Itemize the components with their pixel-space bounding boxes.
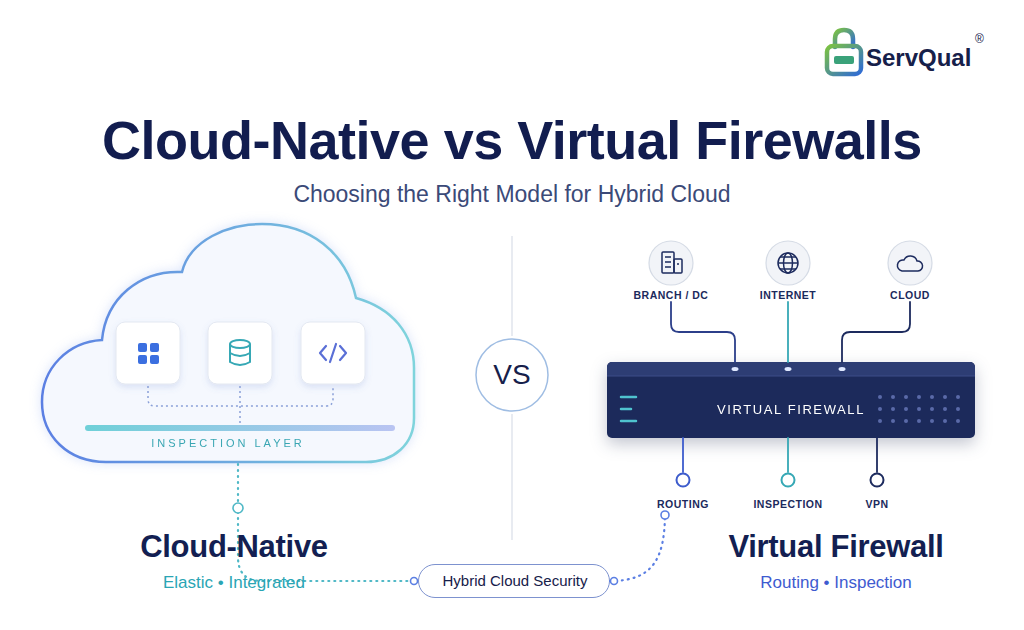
appliance-top xyxy=(607,370,975,376)
section-heading: Cloud-Native xyxy=(84,530,384,564)
connector-line xyxy=(787,302,789,362)
connector-group xyxy=(788,302,789,362)
vs-ring xyxy=(476,339,548,411)
node-label: BRANCH / DC xyxy=(621,289,721,302)
connector-dot xyxy=(611,578,618,585)
connector-dot xyxy=(411,578,418,585)
connector-line xyxy=(682,438,684,472)
icon-circle xyxy=(766,241,810,285)
subtitle: Choosing the Right Model for Hybrid Clou… xyxy=(112,182,912,207)
appliance-body xyxy=(607,362,975,438)
section-tagline: Routing • Inspection xyxy=(686,573,986,593)
connector-dot xyxy=(233,503,243,513)
divider-line xyxy=(511,236,513,336)
connector-group xyxy=(233,464,418,585)
connector-line xyxy=(876,438,878,472)
node-label: INSPECTION LAYER xyxy=(40,436,416,450)
dotted-connector xyxy=(610,512,665,581)
logo-shackle xyxy=(835,30,853,47)
cloud-outline xyxy=(42,224,414,462)
connector-group xyxy=(788,438,789,472)
divider-line xyxy=(511,414,513,540)
appliance-edge xyxy=(607,376,975,377)
vs-circle: VS xyxy=(475,338,549,412)
firewall-appliance: VIRTUAL FIREWALL xyxy=(607,362,975,438)
logo-body xyxy=(827,46,861,74)
registered-mark: ® xyxy=(975,33,989,45)
section-heading: Virtual Firewall xyxy=(686,530,986,564)
cloud-native-cloud: INSPECTION LAYER xyxy=(40,222,416,464)
icon-circle xyxy=(888,241,932,285)
node-label: INTERNET xyxy=(738,289,838,302)
connector-line xyxy=(842,302,910,362)
source-icon: INTERNET xyxy=(738,240,838,302)
connector-dot xyxy=(661,511,669,519)
port-dot xyxy=(677,474,690,487)
section-tagline: Elastic • Integrated xyxy=(84,573,384,593)
node-label: ROUTING xyxy=(645,498,721,511)
connector-line xyxy=(671,302,735,362)
port-dot xyxy=(871,474,884,487)
connector-group xyxy=(683,438,684,472)
source-icon: CLOUD xyxy=(860,240,960,302)
source-icon: BRANCH / DC xyxy=(621,240,721,302)
port-dot xyxy=(782,474,795,487)
node-label: VIRTUAL FIREWALL xyxy=(607,402,975,417)
logo-bar xyxy=(834,56,854,64)
connector-group xyxy=(842,302,910,362)
diagram-title: Cloud-Native vs Virtual Firewalls xyxy=(0,113,1024,167)
node-label: VS xyxy=(475,338,549,412)
logo-icon xyxy=(827,30,861,74)
function-node: INSPECTION xyxy=(740,472,836,512)
connector-group xyxy=(610,511,669,585)
icon-circle xyxy=(649,241,693,285)
node-label: CLOUD xyxy=(860,289,960,302)
connector-line xyxy=(787,438,789,472)
logo-text: ServQual xyxy=(866,46,976,70)
node-outline xyxy=(607,362,975,438)
node-label: INSPECTION xyxy=(740,498,836,511)
function-node: VPN xyxy=(845,472,909,512)
appliance-top xyxy=(607,362,975,376)
node-outline xyxy=(40,222,416,464)
connector-group xyxy=(877,438,878,472)
function-node: ROUTING xyxy=(645,472,721,512)
node-label: VPN xyxy=(845,498,909,511)
node-label: Hybrid Cloud Security xyxy=(419,565,611,597)
hybrid-pill: Hybrid Cloud Security xyxy=(418,564,610,598)
connector-group xyxy=(671,302,735,362)
